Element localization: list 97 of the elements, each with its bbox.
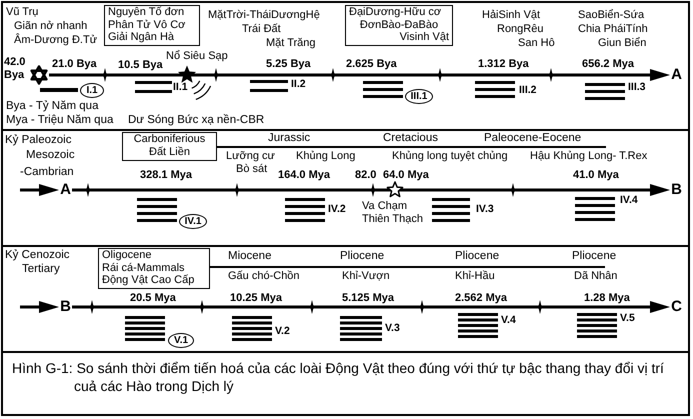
event-label: Trái Đất xyxy=(242,23,281,36)
date-label: 5.125 Mya xyxy=(342,292,394,305)
line-label: II.2 xyxy=(291,78,306,91)
circled-label: III.1 xyxy=(405,89,433,104)
event-label: SaoBiển-Sứa xyxy=(578,9,644,22)
continuation-letter: B xyxy=(670,182,683,198)
event-label: Giãn nở nhanh xyxy=(14,20,88,33)
era-label: Mesozoic xyxy=(26,149,75,162)
figure-caption: Hình G-1: So sánh thời điểm tiến hoá của các loài Động Vật theo đúng với thứ tự bậc thang thay đổi vị trí cuả các Hào trong Dịch lý xyxy=(12,359,665,395)
line-label: IV.4 xyxy=(620,194,638,207)
line-label: III.3 xyxy=(628,81,646,94)
event-label: Hậu Khủng Long- T.Rex xyxy=(530,150,648,163)
event-label: HảiSinh Vật xyxy=(482,9,540,22)
date-label: 42.0 Bya xyxy=(4,56,26,82)
line-label: II.1 xyxy=(173,81,188,94)
date-label: 10.25 Mya xyxy=(230,292,282,305)
date-label: 41.0 Mya xyxy=(573,169,619,182)
period-label: Pliocene xyxy=(572,250,616,263)
date-label: 20.5 Mya xyxy=(130,292,176,305)
event-label: Chia PháiTính xyxy=(578,23,648,36)
event-label: Dã Nhân xyxy=(574,270,618,283)
timeline-arrow xyxy=(72,184,670,196)
event-label: Nổ Siêu Sạp xyxy=(166,50,228,63)
date-label: 1.312 Bya xyxy=(478,58,529,71)
date-label: 2.562 Mya xyxy=(455,292,507,305)
event-label: Vũ Trụ xyxy=(6,6,38,19)
note-box xyxy=(122,132,217,161)
note-box xyxy=(345,5,453,46)
note-text: ĐạiDương-Hữu cơ xyxy=(349,6,442,18)
six-point-star-icon xyxy=(29,65,49,85)
date-label: 1.28 Mya xyxy=(584,292,630,305)
date-label: 82.0 xyxy=(355,169,376,182)
continuation-letter: B xyxy=(59,299,72,315)
line-label: IV.3 xyxy=(476,203,494,216)
period-label: Jurassic xyxy=(268,132,310,145)
event-label: Mặt Trăng xyxy=(266,37,316,50)
note-text: Dư Sóng Bức xạ nền-CBR xyxy=(128,114,264,127)
event-label: Khủng Long xyxy=(296,150,356,163)
event-label: Khỉ-Hầu xyxy=(455,270,495,283)
event-label: Khủng long tuyệt chủng xyxy=(392,150,508,163)
note-text: Rái cá-Mammals xyxy=(102,262,185,274)
note-text: Giải Ngân Hà xyxy=(108,31,174,44)
event-label: Bò sát xyxy=(236,163,268,176)
date-label: 2.625 Bya xyxy=(346,58,397,71)
note-text: Phân Tử Vô Cơ xyxy=(108,18,186,31)
continuation-letter: A xyxy=(59,182,72,198)
era-label: Tertiary xyxy=(22,263,60,276)
event-label: Lưỡng cư xyxy=(226,150,275,163)
continuation-letter: C xyxy=(670,299,683,315)
arrow xyxy=(20,301,59,313)
timeline-arrow xyxy=(49,69,670,81)
event-label: San Hô xyxy=(518,37,555,50)
note-text: Carboniferious xyxy=(134,133,206,146)
note-text: Mya - Triệu Năm qua xyxy=(6,114,114,127)
circled-label: V.1 xyxy=(168,333,194,348)
event-label: Gấu chó-Chồn xyxy=(228,270,300,283)
circled-label: IV.1 xyxy=(179,214,207,229)
circled-label: I.1 xyxy=(80,83,104,98)
date-label: 164.0 Mya xyxy=(278,169,330,182)
date-label: 21.0 Bya xyxy=(52,58,97,71)
event-label: Va Chạm Thiên Thạch xyxy=(362,200,424,226)
date-label: 64.0 Mya xyxy=(383,169,429,182)
note-text: Bya - Tỷ Năm qua xyxy=(6,100,98,113)
line-label: V.4 xyxy=(501,314,516,327)
note-box xyxy=(104,5,200,46)
timeline-arrow xyxy=(72,301,670,313)
continuation-letter: A xyxy=(670,67,683,83)
note-text: Nguyên Tố đơn xyxy=(108,6,184,18)
era-label: -Cambrian xyxy=(20,166,74,179)
date-label: 10.5 Bya xyxy=(118,59,163,72)
era-label: Kỷ Cenozoic xyxy=(5,249,70,262)
note-text: Đất Liền xyxy=(149,146,190,158)
line-label: V.3 xyxy=(385,322,400,335)
note-text: Visinh Vật xyxy=(400,31,449,44)
event-label: Giun Biển xyxy=(598,37,646,50)
period-label: Paleocene-Eocene xyxy=(484,132,582,145)
arrow xyxy=(20,184,59,196)
line-label: V.2 xyxy=(275,325,290,338)
line-label: III.2 xyxy=(519,84,537,97)
date-label: 656.2 Mya xyxy=(582,58,634,71)
line-label: V.5 xyxy=(620,312,635,325)
era-label: Kỷ Paleozoic xyxy=(5,134,72,147)
period-label: Miocene xyxy=(228,250,272,263)
note-box xyxy=(98,248,210,289)
event-label: Khỉ-Vượn xyxy=(342,270,390,283)
event-label: MặtTrời-TháiDươngHệ xyxy=(208,9,320,22)
note-text: ĐơnBào-ĐaBào xyxy=(360,18,438,31)
note-text: Động Vật Cao Cấp xyxy=(102,274,194,286)
event-label: RongRêu xyxy=(497,23,544,36)
date-label: 328.1 Mya xyxy=(140,169,192,182)
line-label: IV.2 xyxy=(328,203,346,216)
period-label: Cretacious xyxy=(383,132,438,145)
event-label: Âm-Dương Đ.Tử xyxy=(14,34,98,47)
period-label: Pliocene xyxy=(340,250,384,263)
note-text: Oligocene xyxy=(102,249,152,262)
period-label: Pliocene xyxy=(455,250,500,263)
date-label: 5.25 Bya xyxy=(266,58,311,71)
